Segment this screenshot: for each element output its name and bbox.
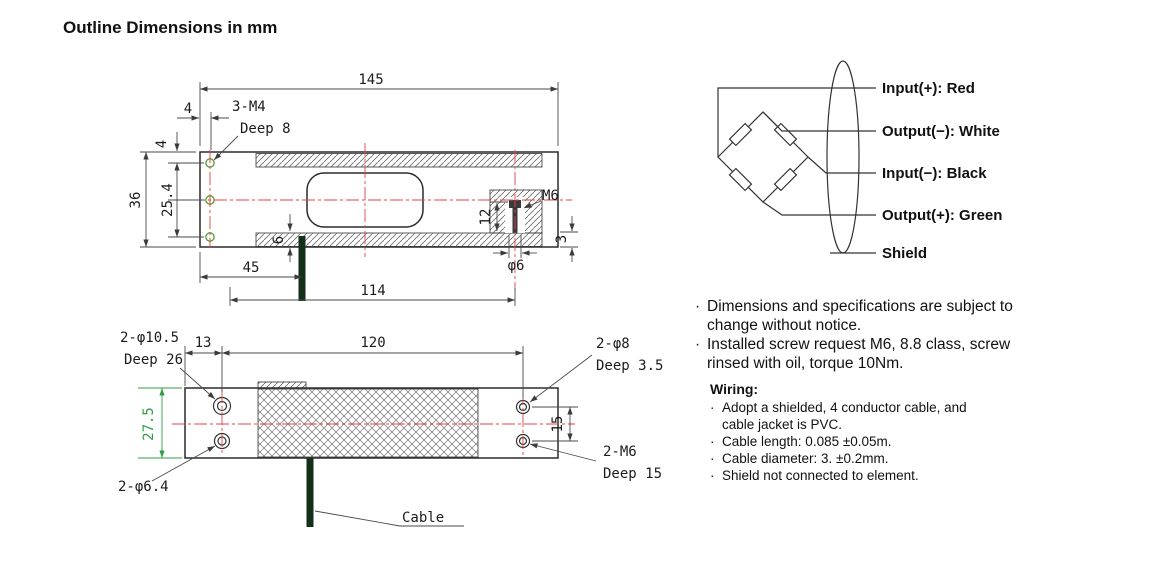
wiring-note-item: · Shield not connected to element.: [710, 467, 978, 484]
top-view: 145 4 3-M4 Deep 8 4 25.4 36 6 12 M6 φ6 3…: [128, 72, 578, 306]
dim-overall-width: 145: [358, 72, 383, 88]
thread-depth-label: Deep 15: [603, 466, 662, 482]
dim-overall-height: 36: [128, 192, 144, 209]
wire-label-output-plus: Output(+): Green: [882, 207, 1002, 224]
dimensions-bottom-view: [138, 346, 578, 459]
dim-screw-depth: 12: [478, 209, 494, 226]
wire-input-plus: [717, 87, 876, 157]
dim-screw-pos: 114: [360, 283, 385, 299]
bullet: ·: [710, 434, 715, 449]
through-hole-label: 2-φ6.4: [118, 479, 169, 495]
leaders-bottom-view: [151, 354, 597, 527]
dim-hole-offset-y: 4: [154, 140, 170, 148]
thread-label: 2-M6: [603, 444, 637, 460]
wiring-note-text: Cable length: 0.085 ±0.05m.: [722, 434, 892, 449]
wire-output-plus: [762, 201, 876, 216]
dim-cable-offset: 6: [271, 236, 287, 244]
screw-dia-label: φ6: [508, 258, 525, 274]
wiring-notes: Wiring: · Adopt a shielded, 4 conductor …: [710, 381, 978, 484]
bullet: ·: [710, 400, 715, 415]
wire-label-input-minus: Input(−): Black: [882, 165, 987, 182]
bridge-circuit: [717, 60, 876, 254]
screw-label: M6: [542, 188, 559, 204]
bottom-view: 2-φ10.5 Deep 26 13 120 2-φ8 Deep 3.5 27.…: [118, 330, 663, 527]
bore-depth-label: Deep 26: [124, 352, 183, 368]
dim-cable-pos: 45: [243, 260, 260, 276]
dim-hole-spacing: 25.4: [160, 183, 176, 217]
bore-label: 2-φ10.5: [120, 330, 179, 346]
dim-edge: 3: [554, 235, 570, 243]
page-title: Outline Dimensions in mm: [63, 18, 278, 37]
hole-depth-label: Deep 3.5: [596, 358, 663, 374]
dim-edge-offset: 13: [195, 335, 212, 351]
wiring-diagram: Input(+): Red Output(−): White Input(−):…: [717, 60, 1002, 262]
note-text: Installed screw request M6, 8.8 class, s…: [707, 336, 1011, 372]
dimensions-top-view: [140, 82, 578, 306]
top-lip: [257, 381, 307, 389]
hole-label: 2-φ8: [596, 336, 630, 352]
outline-drawing: 145 4 3-M4 Deep 8 4 25.4 36 6 12 M6 φ6 3…: [118, 72, 663, 527]
bullet: ·: [695, 298, 701, 315]
wiring-note-item: · Cable length: 0.085 ±0.05m.: [710, 433, 978, 450]
holes-label: 3-M4: [232, 99, 266, 115]
hatch-band-bottom: [255, 232, 543, 247]
wire-label-output-minus: Output(−): White: [882, 123, 1000, 140]
note-item: · Dimensions and specifications are subj…: [695, 297, 1035, 335]
dim-height: 27.5: [141, 407, 157, 441]
cable-shield-ellipse: [826, 60, 860, 254]
centerlines-bottom-view: [172, 390, 575, 456]
centerlines-top-view: [192, 143, 572, 290]
dim-hole-offset-x: 4: [184, 101, 192, 117]
wiring-note-item: · Cable diameter: 3. ±0.2mm.: [710, 450, 978, 467]
crosshatch-body: [257, 388, 479, 458]
dim-hole-gap: 15: [550, 416, 566, 433]
wiring-heading: Wiring:: [710, 381, 759, 397]
bullet: ·: [710, 468, 715, 483]
general-notes: · Dimensions and specifications are subj…: [695, 297, 1035, 373]
wire-label-input-plus: Input(+): Red: [882, 80, 975, 97]
wire-input-minus: [807, 156, 876, 174]
wiring-note-text: Shield not connected to element.: [722, 468, 919, 483]
bullet: ·: [710, 451, 715, 466]
note-item: · Installed screw request M6, 8.8 class,…: [695, 335, 1035, 373]
bullet: ·: [695, 336, 701, 353]
cable-label: Cable: [402, 510, 444, 526]
wiring-note-item: · Adopt a shielded, 4 conductor cable, a…: [710, 399, 978, 433]
wiring-note-text: Adopt a shielded, 4 conductor cable, and…: [722, 400, 967, 432]
wiring-note-text: Cable diameter: 3. ±0.2mm.: [722, 451, 889, 466]
holes-depth-label: Deep 8: [240, 121, 291, 137]
dim-hole-span: 120: [360, 335, 385, 351]
wire-label-shield: Shield: [882, 245, 927, 262]
wire-output-minus: [762, 111, 876, 132]
hatch-band-top: [255, 153, 543, 168]
note-text: Dimensions and specifications are subjec…: [707, 298, 1013, 334]
